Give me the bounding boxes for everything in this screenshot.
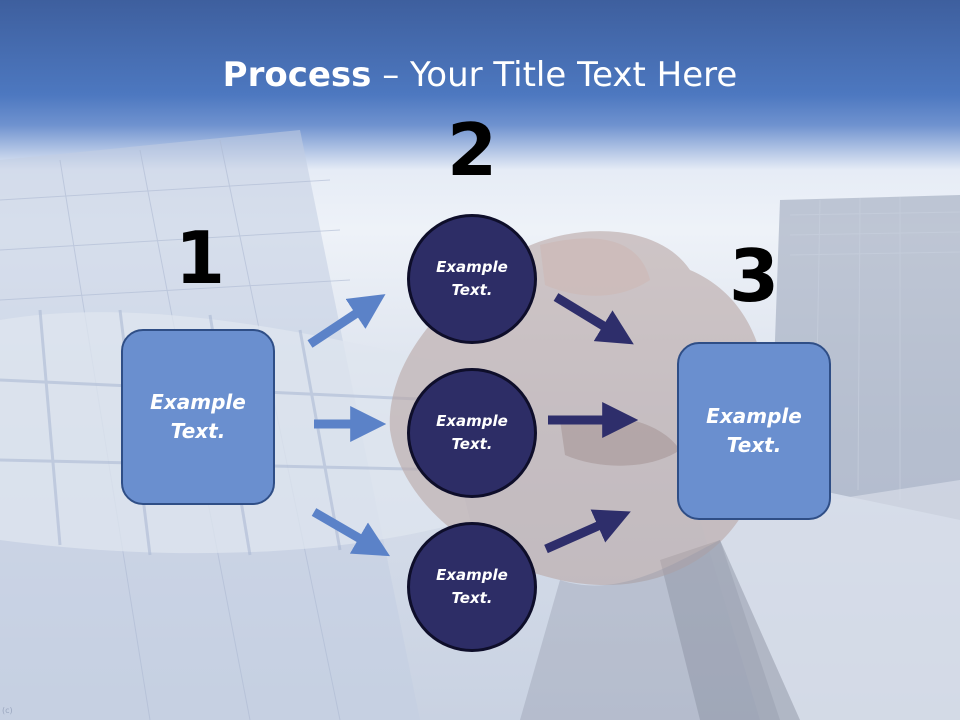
title-rest: Your Title Text Here: [410, 55, 738, 95]
step-2-number: 2: [446, 108, 498, 192]
arrow-bottom-to-3: [544, 509, 631, 554]
arrow-top-to-3: [553, 293, 634, 345]
step-1-box: Example Text.: [121, 329, 275, 505]
title-bold: Process: [222, 55, 372, 95]
corner-mark: (c): [2, 706, 13, 715]
step-3-box: Example Text.: [677, 342, 831, 520]
title-dash: –: [371, 55, 411, 95]
arrow-1-to-bottom: [311, 508, 391, 557]
step-2-circle-bottom: Example Text.: [407, 522, 537, 652]
step-3-number: 3: [728, 234, 780, 318]
step-1-number: 1: [174, 216, 226, 300]
slide-title: Process – Your Title Text Here: [0, 52, 960, 98]
step-2-circle-middle: Example Text.: [407, 368, 537, 498]
step-2-circle-top: Example Text.: [407, 214, 537, 344]
arrow-1-to-top: [307, 294, 386, 348]
